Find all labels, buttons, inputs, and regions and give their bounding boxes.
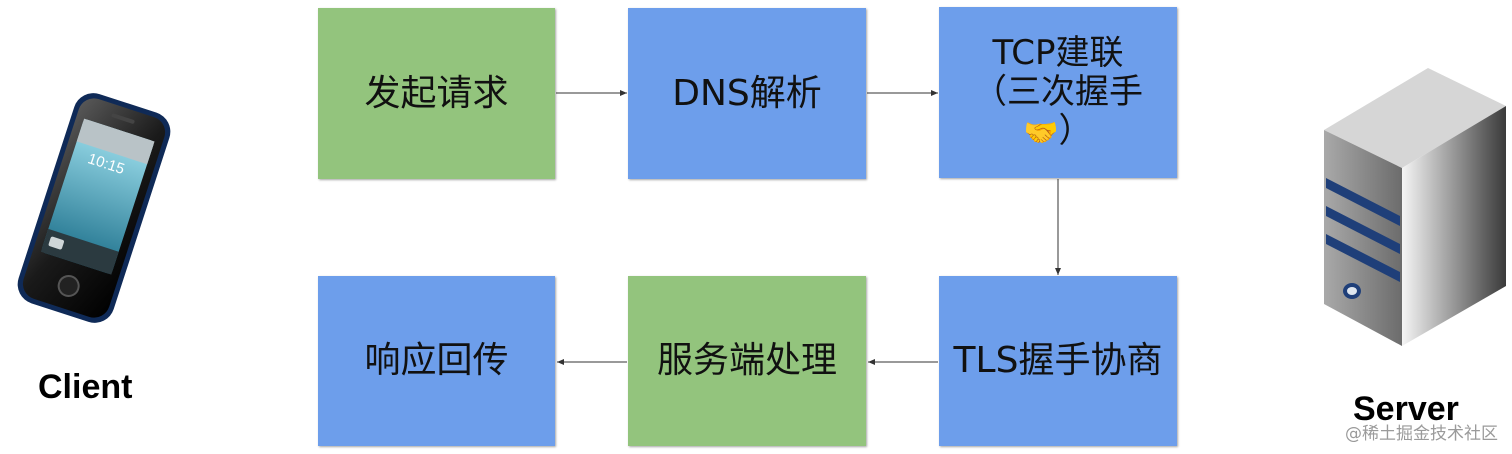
step-tcp-handshake: TCP建联 （三次握手 🤝） (939, 7, 1177, 178)
step-send-request-label: 发起请求 (364, 72, 509, 114)
step-response-return-label: 响应回传 (364, 340, 509, 382)
handshake-icon: 🤝 (1023, 116, 1059, 150)
step-dns-resolution-label: DNS解析 (672, 72, 822, 114)
step-response-return: 响应回传 (318, 276, 555, 446)
phone-icon: 10:15 (17, 93, 171, 323)
server-icon (1324, 68, 1506, 346)
step-send-request: 发起请求 (318, 8, 555, 179)
client-label: Client (38, 368, 133, 406)
step-dns-resolution: DNS解析 (628, 8, 866, 179)
step-tcp-handshake-line3: 🤝） (1023, 111, 1093, 152)
server-label: Server (1353, 390, 1459, 428)
step-tls-handshake-label: TLS握手协商 (953, 340, 1163, 382)
step-tls-handshake: TLS握手协商 (939, 276, 1177, 446)
step-tcp-handshake-line2: （三次握手 (973, 71, 1143, 112)
step-server-processing: 服务端处理 (628, 276, 866, 446)
step-tcp-handshake-close-paren: ） (1058, 111, 1093, 152)
step-tcp-handshake-line1: TCP建联 (992, 32, 1124, 73)
watermark: @稀土掘金技术社区 (1345, 424, 1498, 444)
step-server-processing-label: 服务端处理 (656, 340, 837, 382)
